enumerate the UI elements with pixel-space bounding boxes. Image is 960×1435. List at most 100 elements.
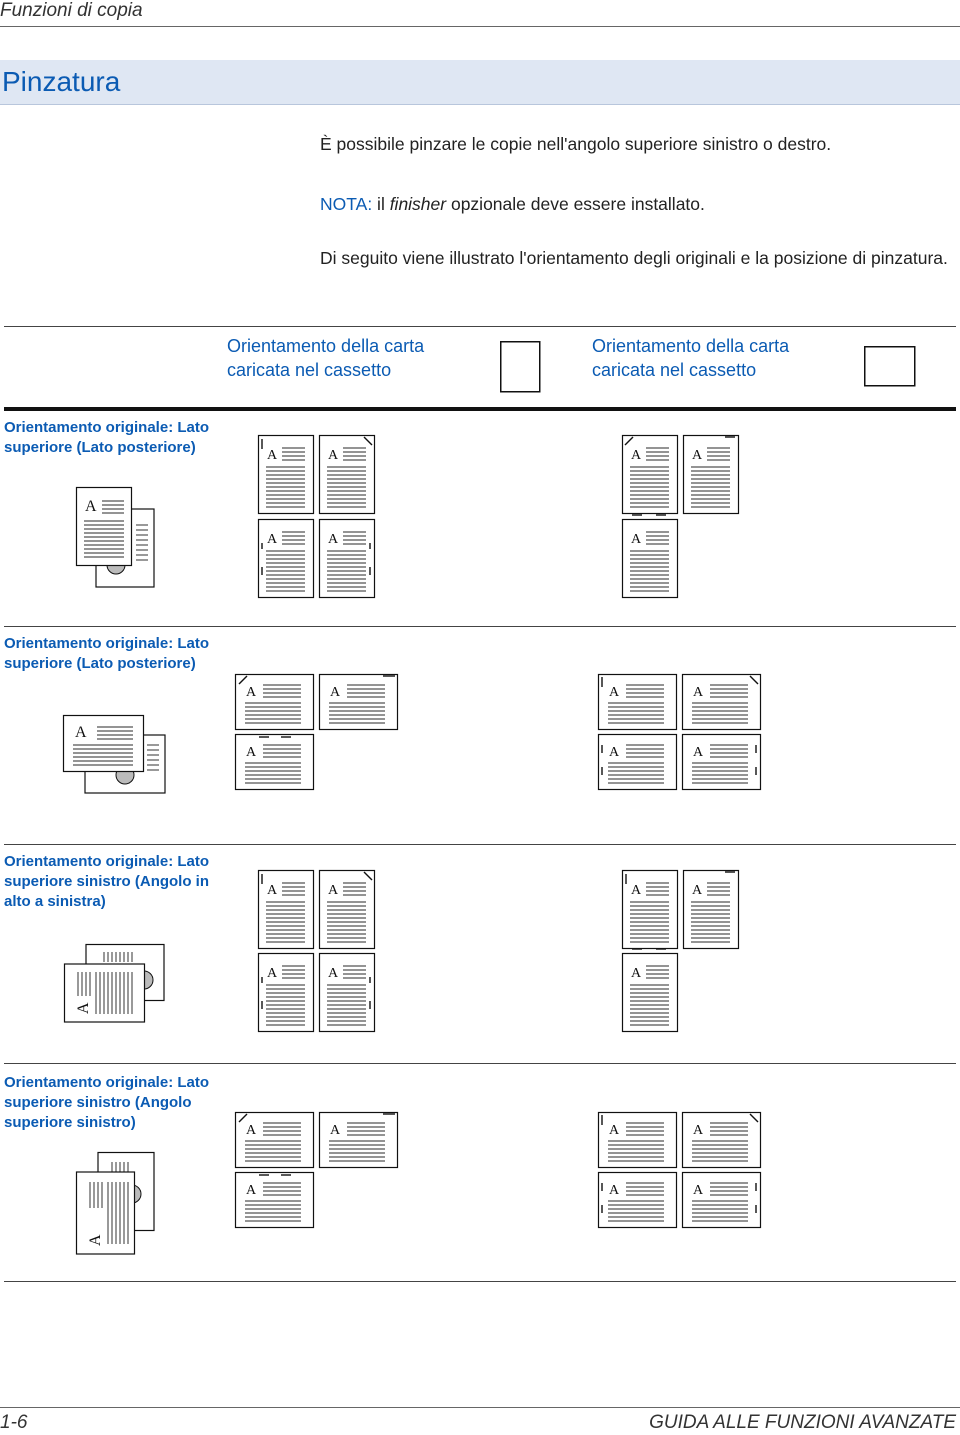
page-letter: A (267, 966, 278, 981)
page-letter: A (693, 1123, 704, 1138)
copy-page: A (621, 514, 679, 599)
copy-page: A (621, 869, 679, 950)
page-outline (62, 714, 145, 773)
page-outline (597, 673, 678, 731)
staple-mark (238, 1113, 248, 1123)
original-stack: A (75, 1151, 155, 1255)
page-outline (234, 733, 315, 791)
footer-rule (0, 1407, 960, 1408)
page-outline (681, 673, 762, 731)
illustrated-text: Di seguito viene illustrato l'orientamen… (320, 248, 948, 268)
row-divider (4, 1063, 956, 1064)
copy-page: A (597, 673, 678, 731)
footer-guide-title: GUIDA ALLE FUNZIONI AVANZATE (649, 1412, 956, 1433)
copy-page: A (257, 434, 315, 515)
copy-page: A (681, 733, 762, 791)
page-letter: A (85, 498, 97, 515)
copy-page: A (318, 518, 376, 599)
footer-page-number: 1-6 (0, 1412, 28, 1433)
copy-page: A (597, 1171, 678, 1229)
page-outline (75, 1171, 136, 1255)
page-letter: A (631, 966, 642, 981)
page-letter: A (75, 1002, 92, 1014)
copy-page: A (597, 1111, 678, 1169)
staple-mark (363, 871, 373, 881)
copy-page: A (621, 948, 679, 1033)
title-band: Pinzatura (0, 60, 960, 105)
column-header-line: caricata nel cassetto (592, 360, 757, 380)
page-letter: A (609, 685, 620, 700)
note-emphasis: finisher (389, 194, 447, 214)
copy-page: A (234, 733, 315, 791)
page-outline (681, 733, 762, 791)
page-letter: A (330, 685, 341, 700)
copy-page: A (234, 1111, 315, 1169)
page-letter: A (330, 1123, 341, 1138)
row-divider (4, 626, 956, 627)
staple-mark (749, 675, 759, 685)
column-header-landscape: Orientamento della carta caricata nel ca… (592, 334, 789, 382)
copy-page: A (681, 1171, 762, 1229)
page-letter: A (75, 724, 87, 741)
section-header: Funzioni di copia (0, 0, 143, 21)
row-label-line: superiore sinistro (Angolo (4, 1094, 192, 1111)
page-letter: A (609, 1183, 620, 1198)
page-letter: A (692, 448, 703, 463)
page-letter: A (246, 1183, 257, 1198)
column-header-line: Orientamento della carta (592, 336, 790, 356)
page-letter: A (328, 532, 339, 547)
copy-page: A (257, 518, 315, 599)
copy-page: A (234, 673, 315, 731)
row-label-line: superiore sinistro) (4, 1114, 136, 1131)
row-label-line: alto a sinistra) (4, 893, 106, 910)
copy-page: A (682, 434, 740, 515)
staple-mark (749, 1113, 759, 1123)
copy-page: A (681, 1111, 762, 1169)
row-label-line: superiore (Lato posteriore) (4, 655, 196, 672)
page-letter: A (328, 883, 339, 898)
page-outline (318, 1111, 399, 1169)
note-label: NOTA: (320, 194, 373, 214)
copy-page: A (257, 869, 315, 950)
page-letter: A (693, 1183, 704, 1198)
original-stack: A (75, 486, 155, 588)
page-outline (597, 1111, 678, 1169)
copy-page: A (257, 952, 315, 1033)
page-outline (681, 1111, 762, 1169)
copy-page: A (597, 733, 678, 791)
column-header-line: caricata nel cassetto (227, 360, 392, 380)
table-header-rule (4, 407, 956, 411)
page-letter: A (631, 448, 642, 463)
page-letter: A (246, 1123, 257, 1138)
page-title: Pinzatura (2, 66, 121, 97)
page-outline (234, 1111, 315, 1169)
page-letter: A (609, 1123, 620, 1138)
staple-mark (363, 436, 373, 446)
row-label-3: Orientamento originale: Lato superiore s… (4, 852, 209, 912)
page-letter: A (328, 966, 339, 981)
page-outline (234, 1171, 315, 1229)
note-text: NOTA: il finisher opzionale deve essere … (320, 192, 705, 217)
row-label-line: superiore sinistro (Angolo in (4, 873, 210, 890)
row-label-4: Orientamento originale: Lato superiore s… (4, 1073, 209, 1133)
copy-page: A (621, 434, 679, 515)
row-divider (4, 844, 956, 845)
row-label-line: Orientamento originale: Lato (4, 419, 210, 436)
row-label-line: Orientamento originale: Lato (4, 853, 210, 870)
page-outline (597, 733, 678, 791)
page-letter: A (246, 685, 257, 700)
row-label-2: Orientamento originale: Lato superiore (… (4, 634, 209, 674)
staple-mark (238, 675, 248, 685)
page-letter: A (609, 745, 620, 760)
original-stack: A (63, 943, 165, 1023)
page-letter: A (631, 883, 642, 898)
column-header-line: Orientamento della carta (227, 336, 425, 356)
copy-page: A (681, 673, 762, 731)
page-letter: A (267, 883, 278, 898)
landscape-paper-icon (864, 346, 916, 387)
page-letter: A (692, 883, 703, 898)
copy-page: A (318, 673, 399, 731)
intro-text: È possibile pinzare le copie nell'angolo… (320, 134, 832, 154)
page-letter: A (693, 685, 704, 700)
